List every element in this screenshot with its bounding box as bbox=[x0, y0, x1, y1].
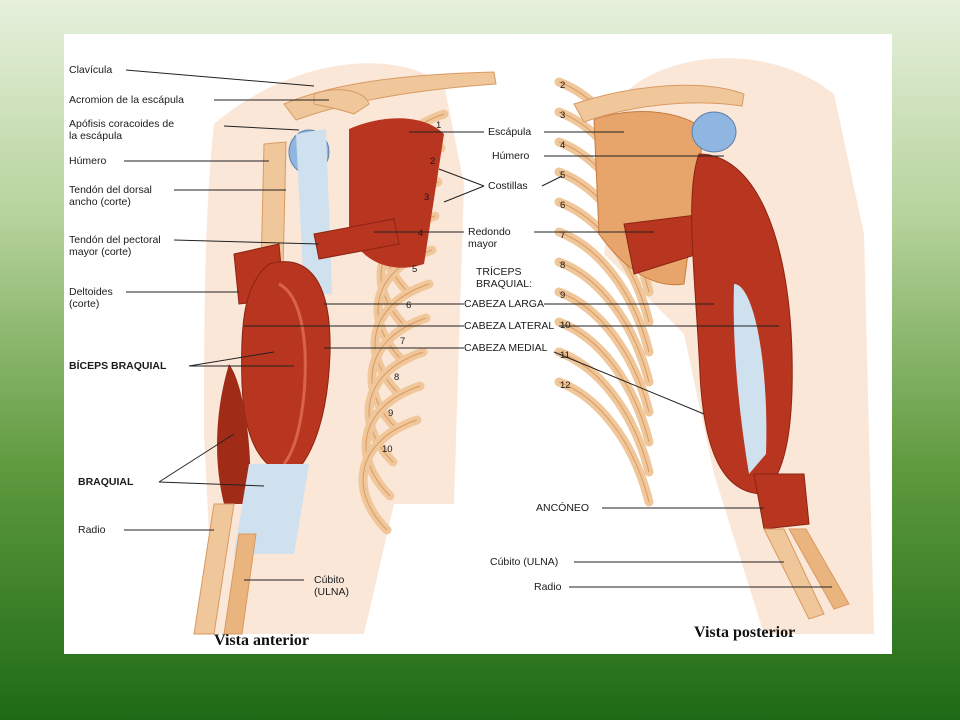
posterior-rib-number: 9 bbox=[560, 290, 566, 301]
label-acromion: Acromion de la escápula bbox=[69, 94, 184, 106]
posterior-view-drawing bbox=[554, 58, 874, 635]
label-escapula: Escápula bbox=[488, 126, 532, 138]
caption-vista-anterior: Vista anterior bbox=[214, 632, 309, 649]
posterior-humeral-head bbox=[691, 111, 737, 153]
label-tendon-dorsal: Tendón del dorsal ancho (corte) bbox=[69, 184, 152, 208]
posterior-rib-number: 12 bbox=[560, 380, 571, 391]
posterior-ulna-bone bbox=[763, 528, 825, 620]
posterior-rib-number: 11 bbox=[560, 350, 570, 361]
anterior-rib-number: 1 bbox=[436, 120, 442, 131]
anterior-rib-number: 2 bbox=[430, 156, 436, 167]
posterior-rib-number: 8 bbox=[560, 260, 566, 271]
rib-edge bbox=[558, 261, 650, 383]
leader-line bbox=[188, 351, 275, 367]
rib-edge bbox=[558, 381, 650, 503]
anatomy-figure-panel: Clavícula Acromion de la escápula Apófis… bbox=[64, 34, 892, 654]
leader-line bbox=[125, 69, 315, 87]
anterior-rib-number: 4 bbox=[418, 228, 424, 239]
leader-line bbox=[173, 239, 320, 245]
anterior-rib-number: 9 bbox=[388, 408, 394, 419]
posterior-rib-number: 10 bbox=[560, 320, 571, 331]
posterior-rib-number: 7 bbox=[560, 230, 566, 241]
label-radio-anterior: Radio bbox=[78, 524, 106, 536]
anterior-rib-number: 6 bbox=[406, 300, 412, 311]
label-cubito-posterior: Cúbito (ULNA) bbox=[490, 556, 559, 568]
caption-vista-posterior: Vista posterior bbox=[694, 624, 796, 641]
posterior-rib-number: 2 bbox=[560, 80, 566, 91]
label-cabeza-medial: CABEZA MEDIAL bbox=[464, 342, 548, 354]
rib-edge bbox=[558, 291, 650, 413]
rib-edge bbox=[558, 351, 650, 473]
leader-line bbox=[438, 168, 485, 187]
rib-edge bbox=[362, 419, 418, 531]
label-humero-center: Húmero bbox=[492, 150, 530, 162]
label-triceps: TRÍCEPS BRAQUIAL: bbox=[476, 266, 533, 290]
anterior-biceps-highlight bbox=[278, 282, 307, 465]
posterior-rib-number: 5 bbox=[560, 170, 566, 181]
anterior-rib-number: 5 bbox=[412, 264, 418, 275]
leader-lines bbox=[124, 69, 832, 588]
anterior-pectoral-tendon bbox=[313, 218, 400, 260]
leader-line bbox=[158, 481, 265, 487]
rib-edge bbox=[365, 385, 421, 497]
label-coracoides: Apófisis coracoides de la escápula bbox=[69, 118, 175, 142]
label-humero-anterior: Húmero bbox=[69, 155, 107, 167]
label-costillas: Costillas bbox=[488, 180, 528, 192]
rib-edge bbox=[374, 283, 430, 395]
label-radio-posterior: Radio bbox=[534, 581, 562, 593]
rib-edge bbox=[558, 321, 650, 443]
label-tendon-pectoral: Tendón del pectoral mayor (corte) bbox=[69, 234, 161, 258]
anterior-ulna-bone bbox=[223, 533, 257, 635]
leader-line bbox=[443, 185, 485, 203]
posterior-anconeus-muscle bbox=[753, 473, 810, 530]
anterior-acromion-bone bbox=[313, 89, 370, 115]
label-redondo-mayor: Redondo mayor bbox=[468, 226, 511, 250]
label-deltoides: Deltoides (corte) bbox=[69, 286, 113, 310]
leader-line bbox=[541, 175, 563, 187]
label-braquial: BRAQUIAL bbox=[78, 476, 134, 488]
label-clavicula: Clavícula bbox=[69, 64, 113, 76]
arm-muscles-illustration bbox=[124, 58, 874, 635]
label-cubito-anterior: Cúbito (ULNA) bbox=[314, 574, 350, 598]
anterior-rib-number: 7 bbox=[400, 336, 406, 347]
anterior-rib-number: 3 bbox=[424, 192, 430, 203]
rib-edge bbox=[368, 351, 424, 463]
posterior-scapular-spine bbox=[573, 84, 745, 123]
label-anconeo: ANCÓNEO bbox=[536, 502, 590, 514]
anterior-radius-bone bbox=[193, 503, 235, 635]
leader-line bbox=[223, 125, 300, 131]
anterior-view-drawing bbox=[193, 63, 497, 635]
anterior-rib-number: 10 bbox=[382, 444, 393, 455]
label-cabeza-larga: CABEZA LARGA bbox=[464, 298, 544, 310]
posterior-rib-number: 6 bbox=[560, 200, 566, 211]
anterior-rib-number: 8 bbox=[394, 372, 400, 383]
anterior-forearm-tendon bbox=[234, 464, 309, 554]
posterior-triceps-tendon bbox=[733, 284, 767, 474]
label-cabeza-lateral: CABEZA LATERAL bbox=[464, 320, 555, 332]
posterior-radius-bone bbox=[788, 528, 850, 610]
leader-line bbox=[158, 433, 235, 483]
posterior-rib-number: 3 bbox=[560, 110, 566, 121]
rib-edge bbox=[558, 231, 650, 353]
posterior-rib-number: 4 bbox=[560, 140, 566, 151]
label-biceps: BÍCEPS BRAQUIAL bbox=[69, 360, 167, 372]
leader-line bbox=[553, 351, 705, 415]
